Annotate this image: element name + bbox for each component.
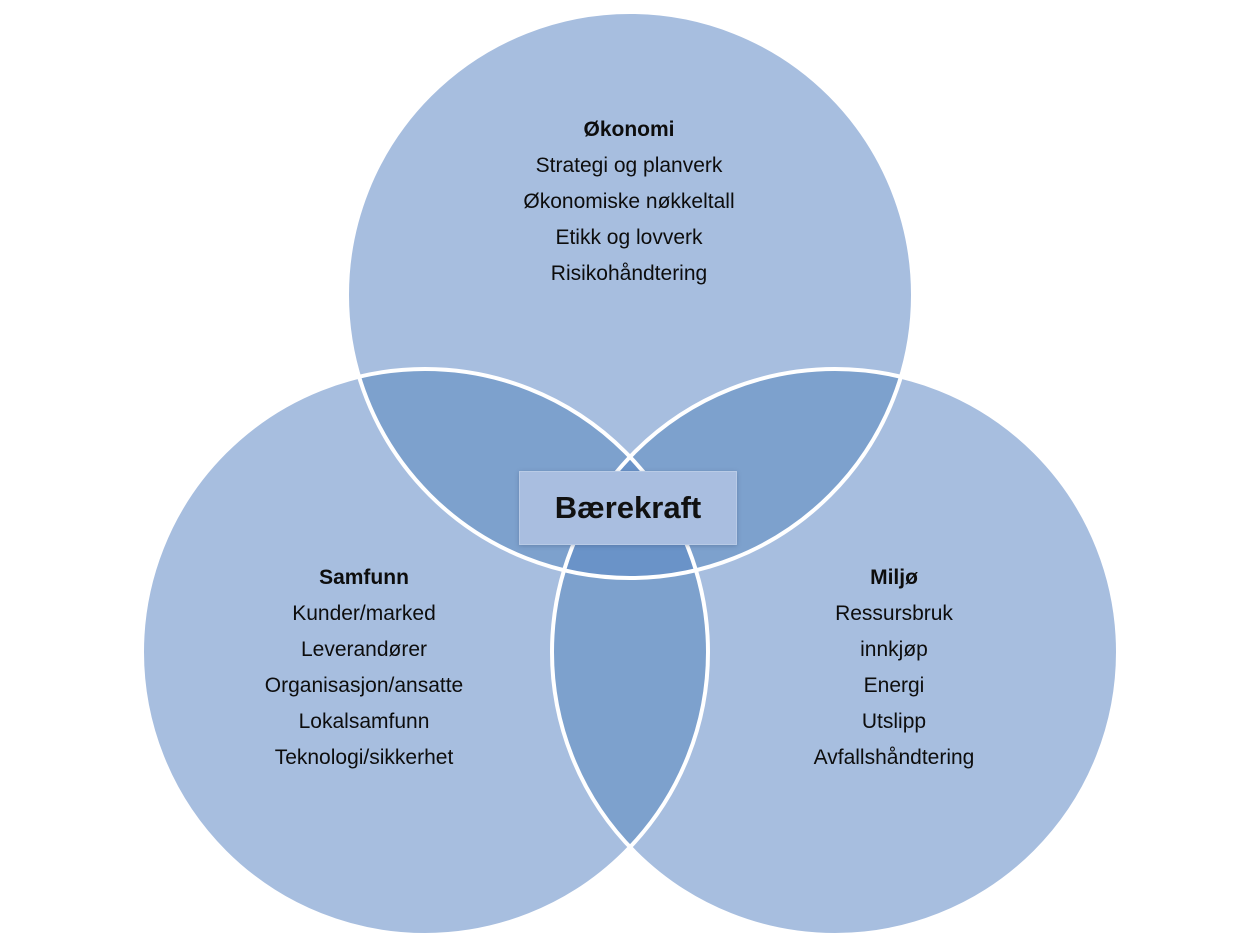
miljo-title: Miljø bbox=[870, 566, 918, 589]
miljo-item: Energi bbox=[863, 674, 925, 697]
okonomi-title: Økonomi bbox=[583, 118, 675, 141]
samfunn-text-block: Samfunn Kunder/marked Leverandører Organ… bbox=[204, 560, 524, 776]
outline-samfunn bbox=[140, 367, 710, 937]
samfunn-item: Teknologi/sikkerhet bbox=[274, 746, 454, 769]
okonomi-item: Etikk og lovverk bbox=[555, 226, 703, 249]
samfunn-item: Organisasjon/ansatte bbox=[264, 674, 464, 697]
miljo-item: innkjøp bbox=[860, 638, 928, 661]
miljo-item: Utslipp bbox=[861, 710, 927, 733]
samfunn-item: Leverandører bbox=[300, 638, 428, 661]
center-label-box: Bærekraft bbox=[519, 471, 737, 545]
outline-miljo bbox=[550, 367, 1120, 937]
samfunn-title: Samfunn bbox=[319, 566, 409, 589]
outline-okonomi bbox=[345, 10, 915, 580]
miljo-item: Ressursbruk bbox=[835, 602, 953, 625]
miljo-text-block: Miljø Ressursbruk innkjøp Energi Utslipp… bbox=[734, 560, 1054, 776]
center-label: Bærekraft bbox=[554, 490, 702, 525]
okonomi-item: Strategi og planverk bbox=[535, 154, 723, 177]
miljo-item: Avfallshåndtering bbox=[813, 746, 975, 769]
samfunn-item: Lokalsamfunn bbox=[298, 710, 430, 733]
okonomi-item: Økonomiske nøkkeltall bbox=[523, 190, 735, 213]
samfunn-item: Kunder/marked bbox=[292, 602, 436, 625]
okonomi-text-block: Økonomi Strategi og planverk Økonomiske … bbox=[469, 112, 789, 292]
okonomi-item: Risikohåndtering bbox=[550, 262, 708, 285]
